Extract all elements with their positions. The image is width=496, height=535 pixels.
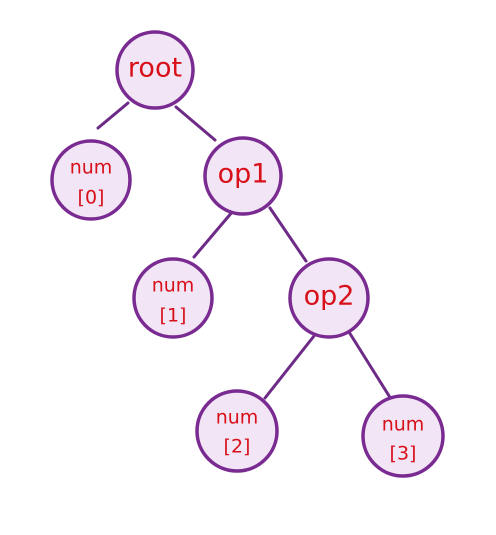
edge-root-num0 <box>96 101 130 130</box>
node-circle <box>203 136 283 216</box>
tree-node-num2: num [2] <box>195 389 279 473</box>
node-label: op1 <box>218 159 269 190</box>
tree-node-op2: op2 <box>288 257 370 339</box>
edge-root-op1 <box>174 105 217 142</box>
node-label-line-2: [2] <box>224 436 251 458</box>
node-label-line-1: num <box>216 407 259 429</box>
node-label: root <box>128 53 182 84</box>
tree-edges <box>96 101 393 401</box>
node-label-line-2: [3] <box>390 443 417 465</box>
edge-op2-num2 <box>263 334 316 400</box>
node-circle <box>288 257 370 339</box>
node-circle <box>132 257 214 339</box>
tree-node-root: root <box>115 30 195 110</box>
edge-op2-num3 <box>347 330 393 401</box>
node-label-line-1: num <box>70 157 113 179</box>
node-label-line-2: [1] <box>160 305 187 327</box>
tree-node-num0: num [0] <box>50 139 132 221</box>
edge-op1-op2 <box>268 206 308 263</box>
node-circle <box>361 394 445 478</box>
node-label-line-1: num <box>152 275 195 297</box>
node-circle <box>115 30 195 110</box>
tree-node-num3: num [3] <box>361 394 445 478</box>
node-circle <box>195 389 279 473</box>
node-label: op2 <box>304 281 355 312</box>
edge-op1-num1 <box>192 209 235 259</box>
tree-node-op1: op1 <box>203 136 283 216</box>
node-circle <box>50 139 132 221</box>
node-label-line-2: [0] <box>78 187 105 209</box>
tree-node-num1: num [1] <box>132 257 214 339</box>
node-label-line-1: num <box>382 414 425 436</box>
